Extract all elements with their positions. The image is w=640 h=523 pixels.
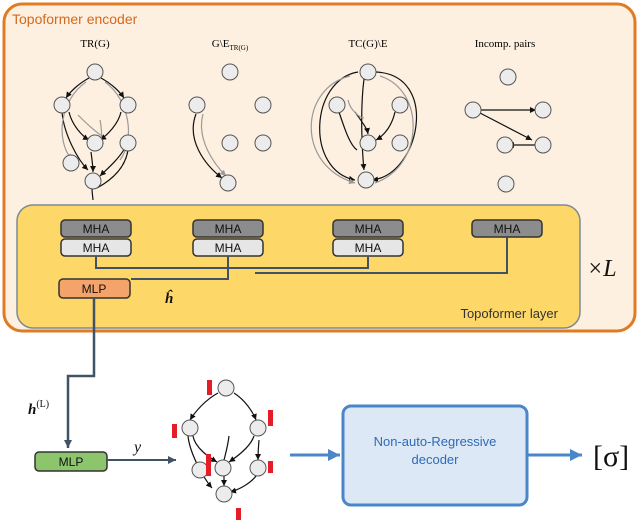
repeat-label: ×L [587,256,617,282]
y-label: y [132,439,142,456]
decoder-mlp-label: MLP [59,455,84,469]
h-l-label: h(L) [28,399,49,418]
mha-dark-1 [60,219,132,238]
output-graph-nodes [181,379,267,503]
graph-title-incomp: Incomp. pairs [475,38,535,50]
graph-g-minus-e-nodes [188,63,272,192]
decoder-label-line2: decoder [412,452,460,467]
graph-tr-nodes [53,63,137,190]
output-graph-red-bars [172,380,273,520]
graph-incomp-nodes [464,68,552,193]
mha-connectors [95,237,508,280]
graph-g-minus-e [192,113,227,179]
graph-title-tr: TR(G) [80,38,110,50]
graph-title-tc: TC(G)\E [348,38,387,50]
h-hat-label: ĥ [165,289,173,307]
mha-label-2a: MHA [215,222,242,236]
mha-group [60,219,543,257]
topoformer-layer-box [16,204,581,329]
graph-tc-nodes [328,63,409,189]
encoder-title: Topoformer encoder [12,11,138,27]
mha-label-3a: MHA [355,222,382,236]
graph-tc [310,71,418,185]
decoder-label-line1: Non-auto-Regressive [374,434,497,449]
decoder-mlp-box [34,451,108,472]
topoformer-layer-title: Topoformer layer [460,306,558,321]
mha-dark-2 [192,219,264,238]
mha-label-1a: MHA [83,222,110,236]
mha-label-2b: MHA [215,241,242,255]
mha-dark-3 [332,219,404,238]
mha-label-3b: MHA [355,241,382,255]
output-sigma: [σ] [593,440,629,473]
encoder-to-decoder-line [64,298,96,448]
mha-label-4a: MHA [494,222,521,236]
graph-title-g-minus-e: G\ETR(G) [212,38,249,52]
graph-tr [61,77,129,201]
encoder-mlp-label: MLP [82,282,107,296]
mha-label-1b: MHA [83,241,110,255]
